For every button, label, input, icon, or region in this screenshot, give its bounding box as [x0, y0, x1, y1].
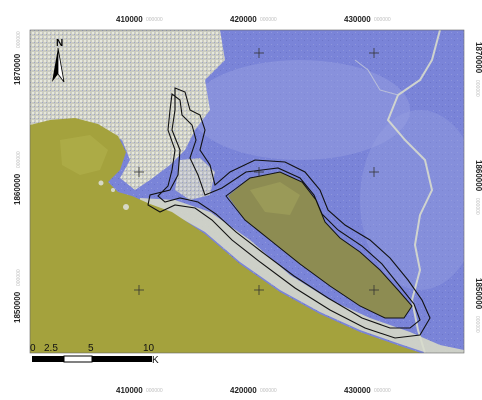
x-tick-faint: 000000: [146, 17, 163, 23]
y-tick-label: 1850000: [474, 278, 482, 310]
y-tick-faint: 000000: [474, 80, 480, 97]
islet: [123, 204, 129, 210]
map-raster: [30, 30, 464, 353]
islet: [98, 180, 104, 186]
grid-marks: [134, 48, 379, 295]
land-haze: [360, 110, 464, 290]
north-label: N: [56, 38, 63, 49]
y-tick-label: 1860000: [13, 173, 22, 205]
beach-strip: [140, 198, 464, 353]
bay-inlet: [60, 135, 108, 175]
y-tick-label: 1850000: [13, 291, 22, 323]
x-tick-faint: 000000: [374, 388, 391, 394]
x-tick-faint: 000000: [260, 17, 277, 23]
lagoon-boundary-line: [225, 171, 413, 319]
y-tick-label: 1870000: [474, 42, 482, 74]
urban-area: [175, 158, 215, 200]
scale-label-10: 10: [143, 343, 155, 354]
map-frame: [29, 29, 465, 354]
scale-unit: K: [152, 355, 159, 366]
x-tick-label: 430000: [344, 386, 371, 395]
urban-area: [30, 30, 225, 190]
scale-label-5: 5: [88, 343, 94, 354]
x-ticks-top: 410000 000000 420000 000000 430000 00000…: [116, 15, 391, 24]
x-tick-label: 410000: [116, 15, 143, 24]
river: [386, 30, 441, 353]
y-tick-faint: 000000: [474, 316, 480, 333]
x-tick-faint: 000000: [146, 388, 163, 394]
land-haze: [190, 60, 410, 160]
sea-area: [30, 118, 464, 353]
x-tick-faint: 000000: [374, 17, 391, 23]
x-tick-label: 430000: [344, 15, 371, 24]
y-tick-label: 1860000: [474, 160, 482, 192]
y-tick-faint: 000000: [16, 269, 22, 286]
north-arrow-icon: N: [52, 38, 65, 83]
inner-boundary-line: [157, 92, 421, 329]
y-tick-faint: 000000: [16, 31, 22, 48]
scale-label-2-5: 2.5: [44, 343, 58, 354]
y-ticks-left: 1870000 000000 1860000 000000 1850000 00…: [13, 31, 22, 323]
scale-label-0: 0: [30, 343, 36, 354]
y-tick-faint: 000000: [16, 151, 22, 168]
lagoon-shade: [250, 182, 300, 215]
x-tick-label: 420000: [230, 15, 257, 24]
y-tick-faint: 000000: [474, 198, 480, 215]
x-tick-label: 420000: [230, 386, 257, 395]
y-ticks-right: 1870000 000000 1860000 000000 1850000 00…: [474, 42, 482, 333]
scale-bar: 0 2.5 5 10 K: [30, 343, 159, 366]
x-tick-faint: 000000: [260, 388, 277, 394]
x-ticks-bottom: 410000 000000 420000 000000 430000 00000…: [116, 386, 391, 395]
outer-boundary-line: [147, 87, 431, 339]
islet: [111, 188, 115, 192]
river-branch: [354, 59, 399, 96]
x-tick-label: 410000: [116, 386, 143, 395]
y-tick-label: 1870000: [13, 53, 22, 85]
